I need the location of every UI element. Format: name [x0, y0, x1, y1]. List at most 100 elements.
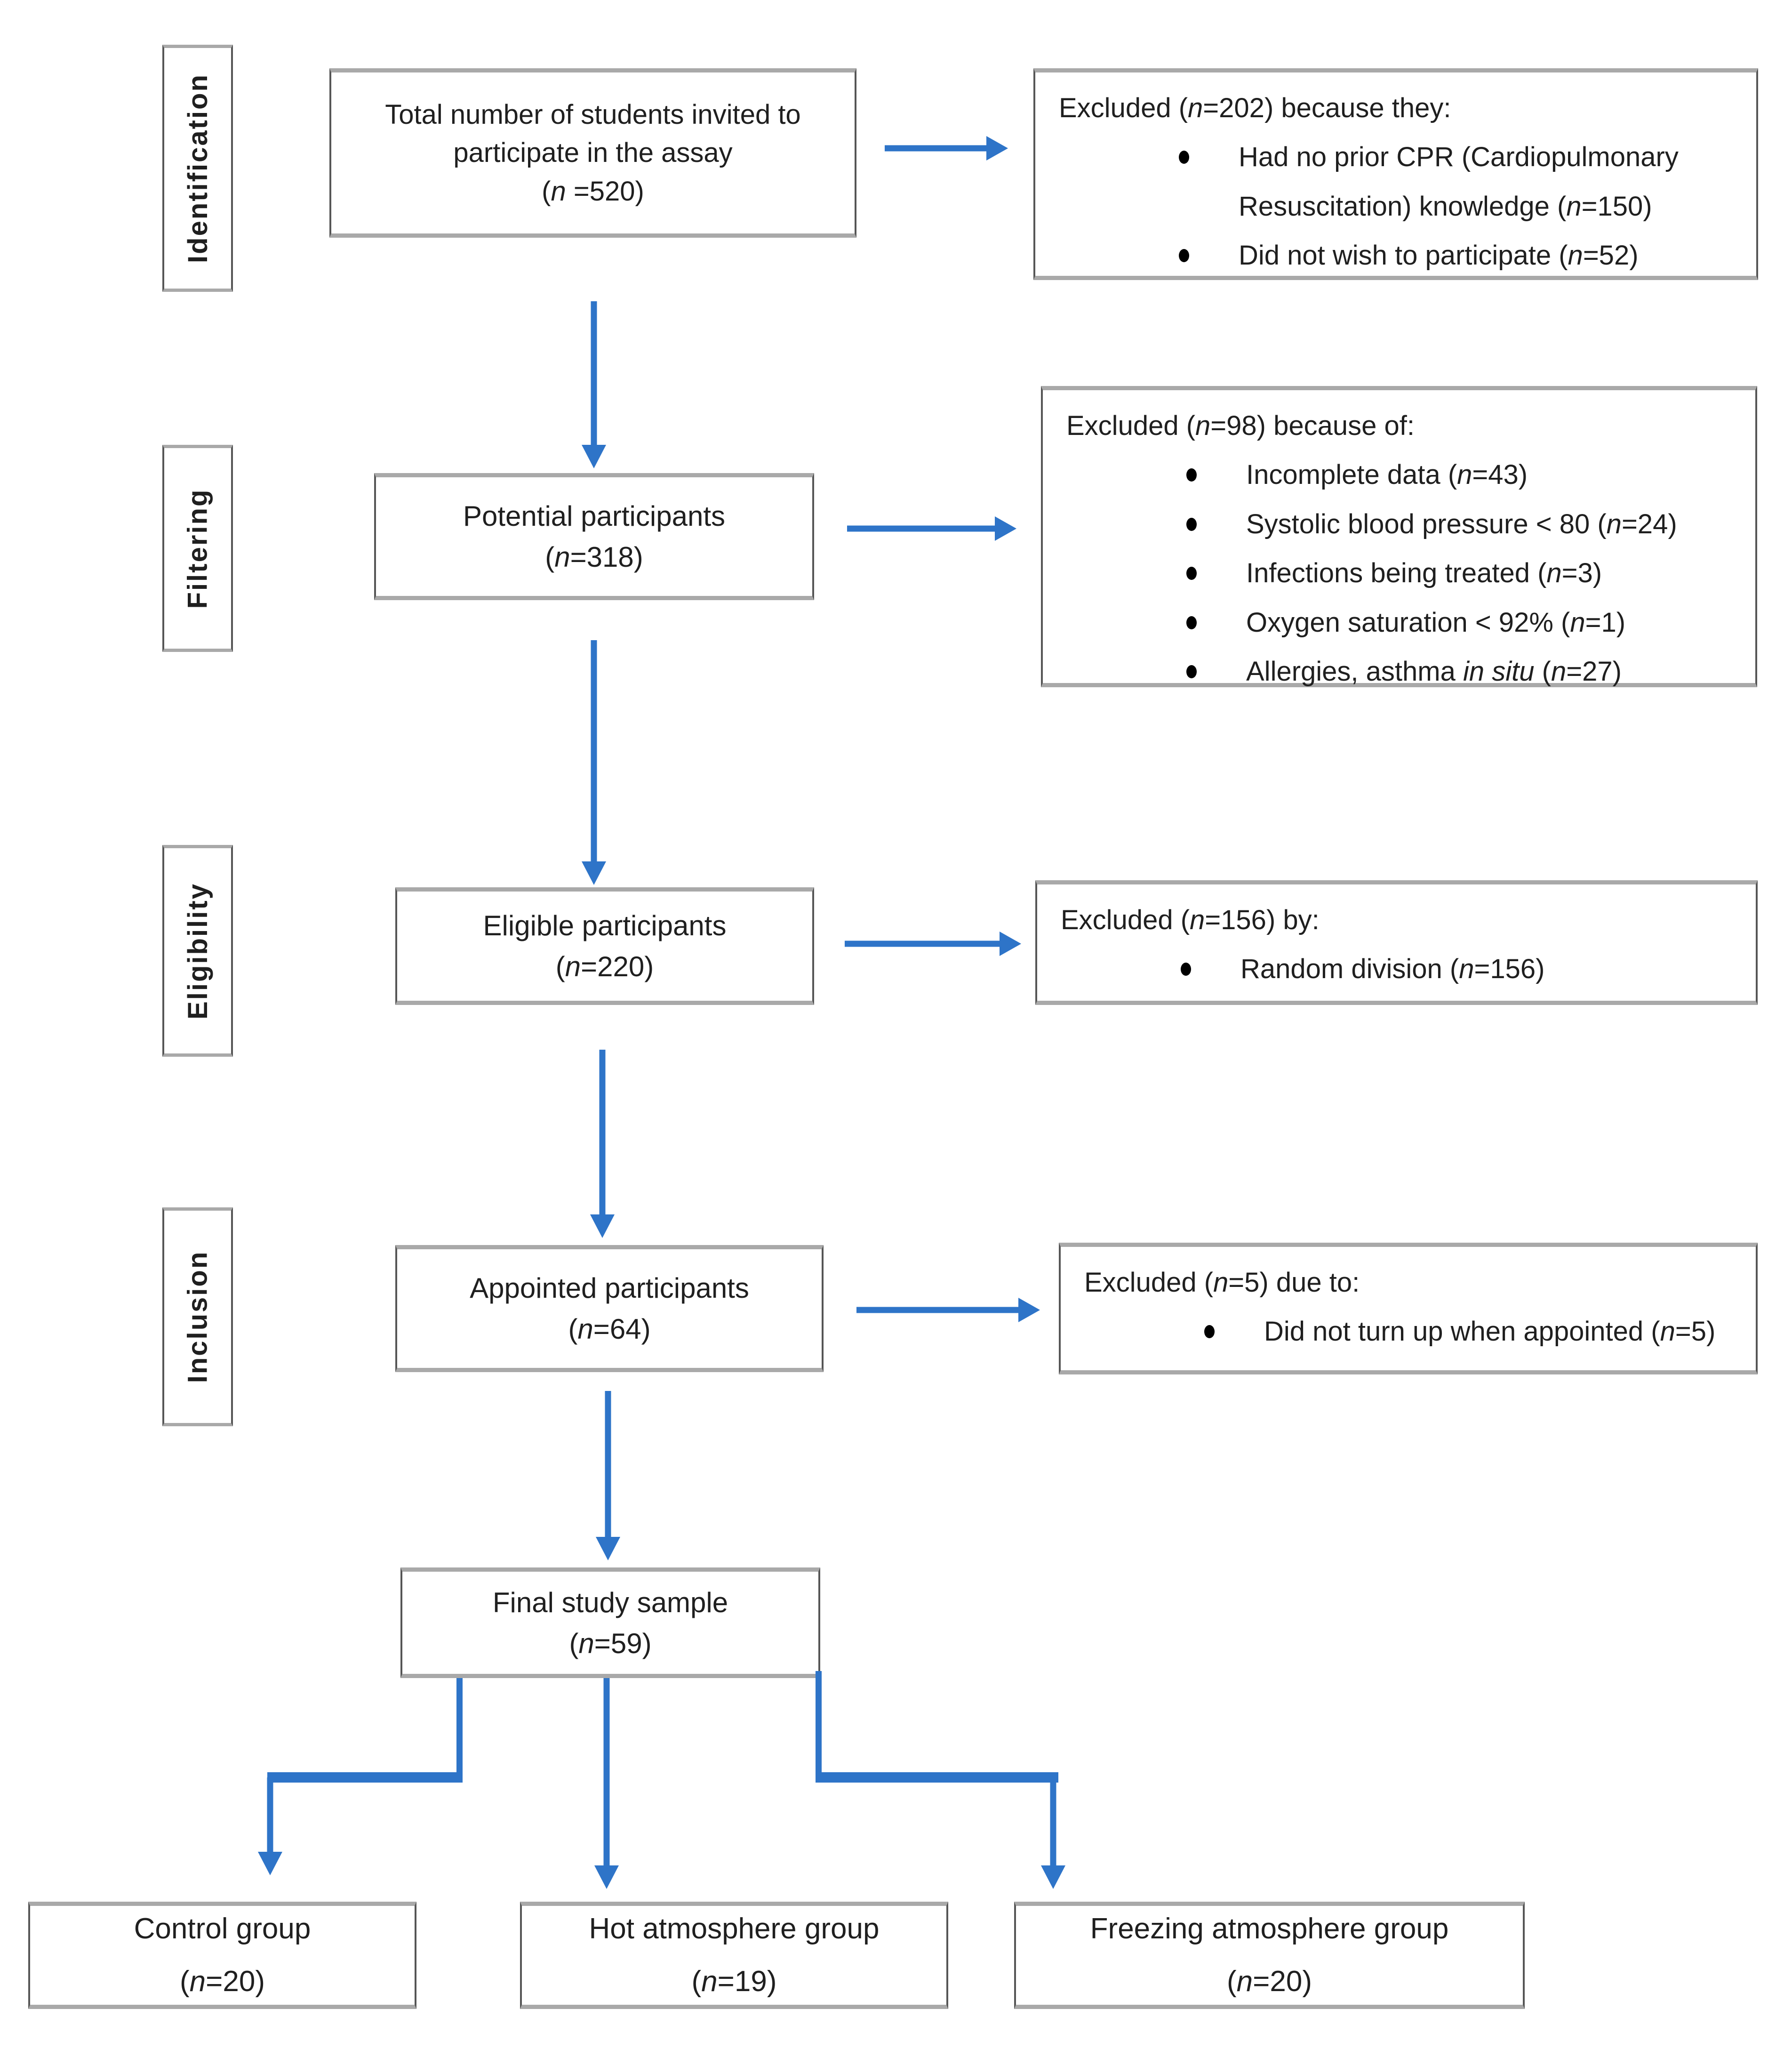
stage-label-text: Identification — [182, 73, 213, 263]
connector-left-horizontal — [267, 1772, 463, 1783]
box-line: Control group — [134, 1912, 311, 1945]
box-line: (n=220) — [555, 951, 654, 982]
connector-left-vertical — [456, 1678, 463, 1777]
arrow-final-to-freezing — [1041, 1777, 1065, 1889]
excluded-box-filtering: Excluded (n=98) because of: Incomplete d… — [1041, 386, 1757, 687]
arrow-shaft — [591, 301, 597, 445]
box-line: Appointed participants — [470, 1272, 749, 1304]
stage-label-text: Filtering — [182, 488, 213, 609]
arrow-right-icon — [995, 516, 1016, 541]
node-eligible-participants: Eligible participants (n=220) — [395, 887, 814, 1005]
arrow-shaft — [267, 1777, 273, 1852]
arrow-final-to-control — [258, 1777, 282, 1875]
arrow-right-icon — [986, 136, 1008, 161]
group-box-control: Control group (n=20) — [28, 1902, 416, 2009]
arrow-shaft — [599, 1050, 606, 1214]
bullet-item: Infections being treated (n=3) — [1066, 549, 1729, 598]
node-potential-participants: Potential participants (n=318) — [374, 473, 814, 600]
bullet-icon — [1179, 249, 1189, 263]
arrow-eligible-to-excluded — [845, 932, 1021, 956]
excluded-box-eligibility: Excluded (n=156) by: Random division (n=… — [1035, 880, 1758, 1005]
excluded-title: Excluded (n=98) because of: — [1066, 410, 1415, 441]
arrow-down-icon — [1041, 1865, 1065, 1889]
bullet-text: Random division (n=156) — [1240, 954, 1545, 985]
bullet-icon — [1186, 468, 1197, 482]
bullet-text: Oxygen saturation < 92% (n=1) — [1246, 607, 1626, 638]
arrow-final-to-hot — [594, 1678, 619, 1889]
arrow-appointed-to-final — [596, 1391, 620, 1560]
bullet-icon — [1181, 963, 1191, 976]
stage-label-filtering: Filtering — [162, 445, 233, 652]
arrow-right-icon — [1018, 1298, 1040, 1322]
box-line: (n=59) — [569, 1627, 652, 1659]
arrow-shaft — [847, 525, 995, 532]
arrow-appointed-to-excluded — [856, 1298, 1040, 1322]
box-line: Eligible participants — [483, 910, 727, 941]
arrow-right-icon — [1000, 932, 1021, 956]
connector-right-horizontal — [816, 1772, 1058, 1783]
arrow-down-icon — [582, 445, 606, 468]
bullet-item: Did not turn up when appointed (n=5) — [1084, 1307, 1730, 1356]
excluded-box-inclusion: Excluded (n=5) due to: Did not turn up w… — [1059, 1243, 1758, 1374]
box-line: Potential participants — [463, 500, 725, 532]
box-line: (n=20) — [1227, 1965, 1312, 1998]
arrow-down-icon — [590, 1214, 615, 1238]
box-line: (n=318) — [545, 541, 643, 573]
arrow-shaft — [1050, 1777, 1056, 1865]
arrow-shaft — [856, 1307, 1018, 1313]
box-line: (n =520) — [542, 176, 644, 207]
excluded-title: Excluded (n=5) due to: — [1084, 1267, 1360, 1298]
bullet-text: Systolic blood pressure < 80 (n=24) — [1246, 508, 1677, 539]
stage-label-text: Inclusion — [182, 1250, 213, 1383]
bullet-icon — [1179, 151, 1189, 164]
box-line: (n=20) — [180, 1965, 265, 1998]
excluded-box-identification: Excluded (n=202) because they: Had no pr… — [1033, 68, 1758, 280]
arrow-eligible-to-appointed — [590, 1050, 615, 1238]
bullet-text: Allergies, asthma in situ (n=27) — [1246, 656, 1622, 687]
arrow-shaft — [603, 1678, 610, 1865]
bullet-text: Incomplete data (n=43) — [1246, 459, 1528, 490]
arrow-down-icon — [582, 861, 606, 885]
bullet-item: Did not wish to participate (n=52) — [1059, 231, 1730, 280]
bullet-icon — [1186, 616, 1197, 629]
bullet-text: Did not wish to participate (n=52) — [1239, 240, 1639, 271]
excluded-title: Excluded (n=156) by: — [1061, 905, 1320, 935]
stage-label-text: Eligibility — [182, 882, 213, 1020]
bullet-item: Had no prior CPR (Cardiopulmonary Resusc… — [1059, 133, 1730, 231]
node-total-invited: Total number of students invited to part… — [329, 68, 856, 238]
stage-label-eligibility: Eligibility — [162, 845, 233, 1057]
box-line: Total number of students invited to — [385, 99, 801, 130]
box-line: Hot atmosphere group — [589, 1912, 880, 1945]
bullet-icon — [1186, 567, 1197, 580]
node-appointed-participants: Appointed participants (n=64) — [395, 1245, 824, 1372]
arrow-down-icon — [594, 1865, 619, 1889]
box-line: participate in the assay — [453, 137, 733, 169]
arrow-shaft — [845, 940, 1000, 947]
arrow-total-to-potential — [582, 301, 606, 468]
bullet-item: Oxygen saturation < 92% (n=1) — [1066, 598, 1729, 647]
box-line: (n=19) — [691, 1965, 777, 1998]
arrow-shaft — [591, 640, 597, 861]
bullet-item: Allergies, asthma in situ (n=27) — [1066, 647, 1729, 696]
bullet-icon — [1204, 1325, 1215, 1339]
group-box-freezing-atmosphere: Freezing atmosphere group (n=20) — [1014, 1902, 1525, 2009]
bullet-icon — [1186, 665, 1197, 678]
arrow-potential-to-eligible — [582, 640, 606, 885]
group-box-hot-atmosphere: Hot atmosphere group (n=19) — [520, 1902, 948, 2009]
bullet-item: Random division (n=156) — [1061, 945, 1730, 994]
arrow-shaft — [605, 1391, 611, 1537]
bullet-text: Had no prior CPR (Cardiopulmonary Resusc… — [1239, 142, 1679, 222]
bullet-item: Systolic blood pressure < 80 (n=24) — [1066, 500, 1729, 549]
bullet-text: Infections being treated (n=3) — [1246, 558, 1602, 589]
stage-label-inclusion: Inclusion — [162, 1207, 233, 1426]
node-final-study-sample: Final study sample (n=59) — [400, 1567, 820, 1678]
arrow-potential-to-excluded — [847, 516, 1016, 541]
bullet-item: Incomplete data (n=43) — [1066, 450, 1729, 499]
arrow-down-icon — [596, 1537, 620, 1560]
bullet-text: Did not turn up when appointed (n=5) — [1264, 1316, 1716, 1347]
arrow-shaft — [885, 145, 986, 152]
bullet-icon — [1186, 517, 1197, 531]
arrow-total-to-excluded — [885, 136, 1008, 161]
box-line: Final study sample — [492, 1586, 728, 1618]
